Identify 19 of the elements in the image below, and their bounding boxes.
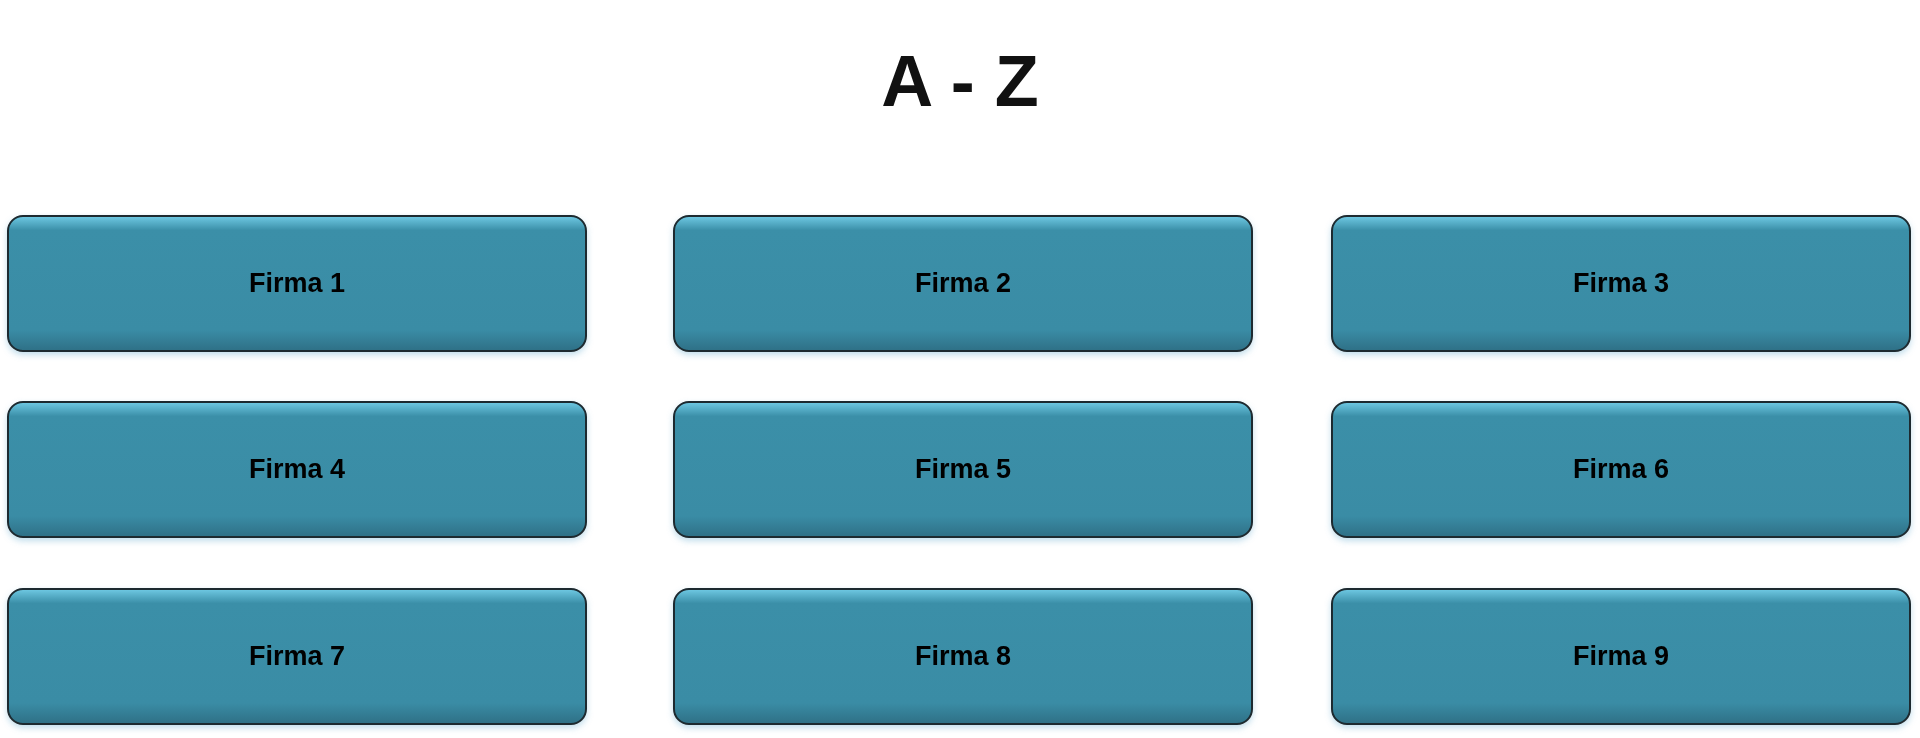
rounded-box (673, 215, 1253, 352)
box-label: Firma 1 (248, 268, 345, 299)
rounded-box (673, 588, 1253, 725)
rounded-box (1331, 588, 1911, 725)
rounded-box (1331, 215, 1911, 352)
box-label: Firma 7 (248, 641, 345, 672)
rounded-box (7, 215, 587, 352)
rounded-box (673, 401, 1253, 538)
rounded-box (7, 401, 587, 538)
title: A - Z (881, 40, 1039, 122)
box-label: Firma 5 (914, 454, 1011, 485)
rounded-box (1331, 401, 1911, 538)
rounded-box (7, 588, 587, 725)
box-label: Firma 4 (248, 454, 345, 485)
box-label: Firma 8 (914, 641, 1011, 672)
box-label: Firma 9 (1572, 641, 1669, 672)
box-label: Firma 6 (1572, 454, 1669, 485)
box-label: Firma 2 (914, 268, 1011, 299)
box-label: Firma 3 (1572, 268, 1669, 299)
